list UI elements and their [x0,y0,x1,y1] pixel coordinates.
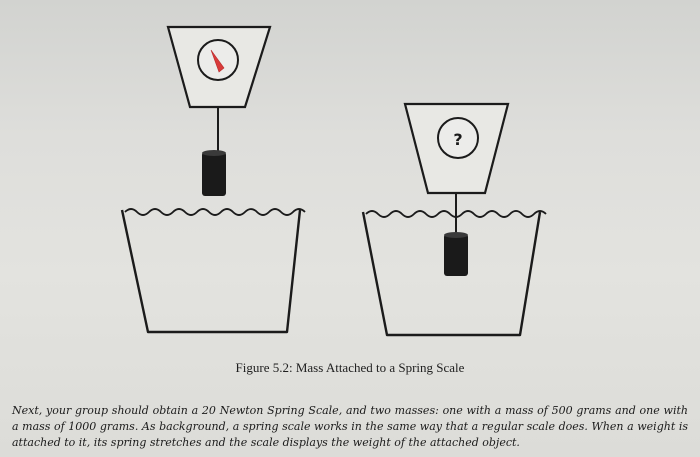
right-scale-readout: ? [453,130,462,149]
right-bucket [361,211,542,337]
right-scale-dial [437,117,479,159]
right-mass-top [444,232,468,238]
left-bucket [120,209,302,334]
left-apparatus [120,25,306,334]
left-water-surface [124,208,306,216]
right-mass [444,234,468,276]
left-mass-top [202,150,226,156]
left-mass [202,152,226,196]
body-paragraph: Next, your group should obtain a 20 Newt… [12,404,688,449]
right-water-surface [365,210,547,218]
figure-caption: Figure 5.2: Mass Attached to a Spring Sc… [235,360,465,375]
spring-scale-figure: ? [120,25,547,337]
right-apparatus: ? [361,102,547,337]
left-scale-needle [210,49,225,73]
